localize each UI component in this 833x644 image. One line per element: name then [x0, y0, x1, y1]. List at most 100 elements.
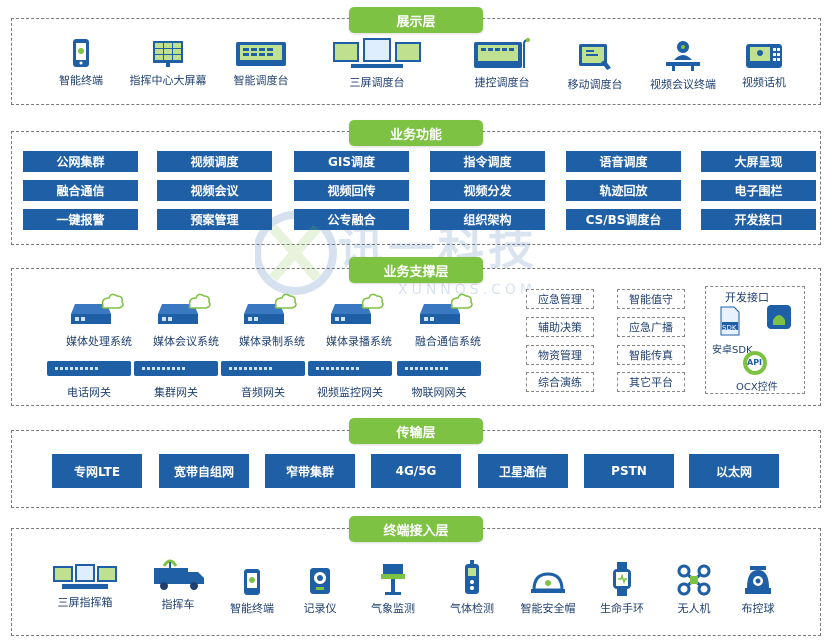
- terminal-item: 智能安全帽: [500, 570, 596, 616]
- safety-helmet-icon: [531, 572, 565, 593]
- media-server-icon: [420, 293, 473, 324]
- gateway-label: 电话网关: [67, 386, 111, 399]
- terminal-item-label: 生命手环: [600, 602, 644, 615]
- display-item: 智能终端: [33, 38, 129, 88]
- transport-item: PSTN: [584, 454, 674, 488]
- terminal-item-label: 智能终端: [230, 602, 274, 615]
- display-item-label: 智能终端: [59, 74, 103, 87]
- function-item: 视频会议: [157, 180, 272, 201]
- terminal-item-label: 三屏指挥箱: [57, 596, 113, 609]
- api-icon: [743, 351, 767, 375]
- transport-item: 卫星通信: [478, 454, 568, 488]
- sdk-badge: SDK: [722, 324, 737, 332]
- terminal-item-label: 布控球: [741, 602, 775, 615]
- support-module: 智能传真: [617, 345, 685, 365]
- support-module: 智能值守: [617, 289, 685, 309]
- function-item: 一键报警: [23, 209, 138, 230]
- terminal-item-label: 无人机: [677, 602, 711, 615]
- video-wall-icon: [153, 41, 183, 67]
- triple-screen-case-icon: [53, 564, 117, 589]
- business-layer-title: 业务功能: [349, 120, 483, 146]
- transport-item: 宽带自组网: [159, 454, 249, 488]
- triple-screen-icon: [333, 38, 421, 68]
- function-item: 视频调度: [157, 151, 272, 172]
- terminal-item: 无人机: [646, 564, 742, 616]
- terminal-item: 气象监测: [345, 562, 441, 616]
- support-system-label: 媒体录制系统: [239, 335, 305, 348]
- weather-station-icon: [381, 564, 405, 595]
- support-layer-title: 业务支撑层: [349, 257, 483, 283]
- open-api-panel: [705, 286, 805, 394]
- media-server-icon: [71, 293, 124, 324]
- display-item-label: 视频会议终端: [650, 78, 716, 91]
- function-item: CS/BS调度台: [566, 209, 681, 230]
- function-item: 组织架构: [430, 209, 545, 230]
- gateway-label: 音频网关: [241, 386, 285, 399]
- display-item: 指挥中心大屏幕: [120, 40, 216, 88]
- display-item: 三屏调度台: [322, 36, 432, 90]
- transport-item: 以太网: [689, 454, 779, 488]
- function-item: 大屏呈现: [701, 151, 816, 172]
- support-module: 综合演练: [526, 372, 594, 392]
- terminal-item-label: 智能安全帽: [520, 602, 576, 615]
- terminal-item: 气体检测: [424, 560, 520, 616]
- media-server-icon: [158, 293, 211, 324]
- terminal-item: 指挥车: [130, 556, 226, 612]
- api-badge: API: [747, 358, 763, 367]
- control-console-icon: [474, 38, 530, 68]
- gateway-device-icon: [47, 361, 131, 376]
- gateway-label: 物联网网关: [411, 386, 467, 399]
- gateway-device-icon: [397, 361, 481, 376]
- function-item: 视频分发: [430, 180, 545, 201]
- display-item-label: 智能调度台: [233, 74, 289, 87]
- display-item-label: 捷控调度台: [474, 76, 530, 89]
- body-camera-icon: [310, 568, 330, 594]
- sdk-icon: [720, 306, 740, 336]
- terminal-item-label: 指挥车: [161, 598, 195, 611]
- gateway-device-icon: [134, 361, 218, 376]
- function-item: 融合通信: [23, 180, 138, 201]
- support-module: 辅助决策: [526, 317, 594, 337]
- display-item: 捷控调度台: [452, 38, 552, 90]
- function-item: 电子围栏: [701, 180, 816, 201]
- display-item: 视频会议终端: [635, 38, 731, 92]
- transport-item: 窄带集群: [265, 454, 355, 488]
- terminal-item: 布控球: [710, 566, 806, 616]
- ocx-control-label: OCX控件: [736, 382, 778, 393]
- function-item: 预案管理: [157, 209, 272, 230]
- terminal-item: 生命手环: [574, 562, 670, 616]
- ptz-camera-icon: [745, 566, 771, 594]
- support-module: 其它平台: [617, 372, 685, 392]
- function-item: 开发接口: [701, 209, 816, 230]
- gateway-label: 视频监控网关: [317, 386, 383, 399]
- terminal-item-label: 气体检测: [450, 602, 494, 615]
- display-item-label: 三屏调度台: [349, 76, 405, 89]
- gateway-device-icon: [308, 361, 392, 376]
- android-sdk-label: 安卓SDK: [712, 345, 753, 356]
- gateway-device-icon: [221, 361, 305, 376]
- display-item-label: 视频话机: [742, 76, 786, 89]
- gas-detector-icon: [465, 560, 479, 594]
- display-item-label: 移动调度台: [567, 78, 623, 91]
- smart-bracelet-icon: [613, 562, 631, 596]
- video-phone-icon: [746, 44, 782, 68]
- drone-icon: [677, 564, 711, 596]
- transport-item: 4G/5G: [371, 454, 461, 488]
- support-module: 物资管理: [526, 345, 594, 365]
- function-item: 语音调度: [566, 151, 681, 172]
- command-vehicle-icon: [154, 559, 204, 590]
- android-icon: [767, 305, 791, 329]
- display-item-label: 指挥中心大屏幕: [129, 74, 207, 87]
- terminal-layer-title: 终端接入层: [349, 516, 483, 542]
- support-system-label: 媒体处理系统: [66, 335, 132, 348]
- function-item: GIS调度: [294, 151, 409, 172]
- gateway-label: 集群网关: [154, 386, 198, 399]
- display-item: 智能调度台: [213, 40, 309, 88]
- watermark-subtext: XUNNOS.COM: [398, 282, 537, 298]
- transport-layer-title: 传输层: [349, 418, 483, 444]
- tablet-icon: [579, 44, 611, 70]
- function-item: 指令调度: [430, 151, 545, 172]
- support-system-label: 媒体录播系统: [326, 335, 392, 348]
- support-system-label: 融合通信系统: [415, 335, 481, 348]
- video-conference-icon: [666, 41, 700, 71]
